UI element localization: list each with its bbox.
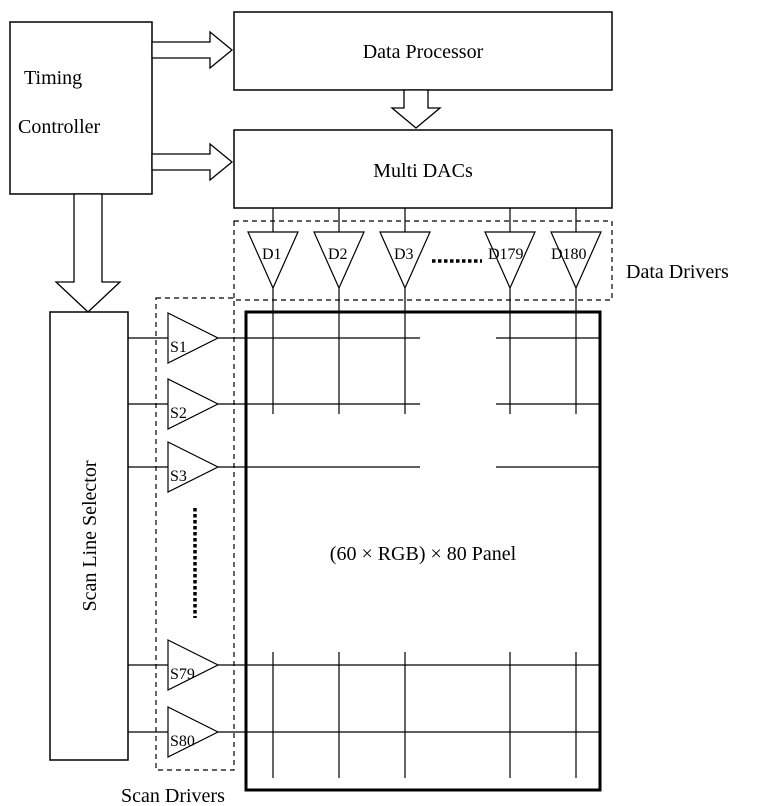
display-panel — [244, 310, 602, 792]
scan-line-selector-block: Scan Line Selector — [49, 311, 129, 761]
data-driver-d1-label: D1 — [262, 246, 282, 263]
panel-label: (60 × RGB) × 80 Panel — [330, 543, 517, 565]
scan-drivers-group — [155, 297, 235, 771]
data-driver-d3-label: D3 — [394, 246, 414, 263]
data-driver-d1 — [247, 231, 299, 290]
data-driver-d179-label: D179 — [488, 246, 524, 263]
data-driver-d180 — [550, 231, 602, 290]
data-lines — [272, 208, 577, 778]
data-driver-d180-label: D180 — [551, 246, 587, 263]
data-driver-d2 — [313, 231, 365, 290]
data-driver-d3 — [379, 231, 431, 290]
scan-line-selector-label: Scan Line Selector — [79, 460, 101, 611]
scan-driver-s1 — [167, 312, 220, 364]
arrow-timing-to-dacs — [151, 142, 234, 182]
arrow-timing-to-processor — [151, 30, 234, 70]
scan-driver-s79 — [167, 639, 220, 691]
timing-controller-block: Timing Controller — [9, 21, 153, 195]
data-processor-block: Data Processor — [233, 11, 613, 91]
scan-driver-s3 — [167, 441, 220, 493]
arrow-timing-to-selector — [54, 193, 122, 313]
timing-controller-label-line2: Controller — [18, 116, 101, 138]
arrow-processor-to-dacs — [390, 89, 442, 129]
data-drivers-group — [233, 220, 613, 301]
scan-driver-s2-label: S2 — [170, 405, 187, 422]
multi-dacs-block: Multi DACs — [233, 129, 613, 209]
data-driver-d2-label: D2 — [328, 246, 348, 263]
scan-driver-s80-label: S80 — [170, 733, 195, 750]
scan-driver-s79-label: S79 — [170, 666, 195, 683]
scan-driver-s80 — [167, 706, 220, 758]
data-drivers-label: Data Drivers — [626, 261, 729, 283]
scan-driver-s2 — [167, 378, 220, 430]
scan-drivers-label: Scan Drivers — [121, 785, 225, 806]
multi-dacs-label: Multi DACs — [373, 160, 473, 182]
scan-driver-s1-label: S1 — [170, 339, 187, 356]
scan-driver-s3-label: S3 — [170, 468, 187, 485]
data-driver-d179 — [484, 231, 536, 290]
timing-controller-label-line1: Timing — [24, 67, 82, 89]
scan-lines — [128, 337, 600, 733]
data-processor-label: Data Processor — [363, 41, 484, 63]
